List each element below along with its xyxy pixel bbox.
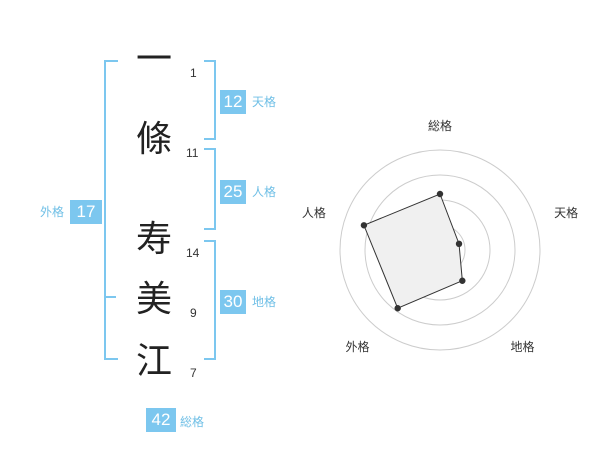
soukaku-value-badge: 42: [146, 408, 176, 432]
radar-ring-4: [339, 149, 541, 351]
jinkaku-bracket: [204, 148, 216, 230]
stroke-count-1: 1: [190, 66, 197, 80]
chikaku-bracket: [204, 240, 216, 360]
stroke-count-3: 14: [186, 246, 200, 260]
tenkaku-value-badge: 12: [220, 90, 246, 114]
radar-point-5: [360, 222, 368, 229]
gaikaku-bracket-divider: [104, 296, 116, 298]
name-char-4: 美: [135, 279, 172, 320]
gaikaku-label: 外格: [40, 205, 65, 219]
radar-point-3: [459, 277, 466, 284]
stroke-count-2: 11: [186, 146, 199, 160]
tenkaku-label: 天格: [252, 95, 277, 109]
stroke-count-5: 7: [190, 366, 197, 380]
gaikaku-value-badge: 17: [70, 200, 102, 224]
chikaku-label: 地格: [252, 295, 277, 309]
radar-point-1: [436, 190, 444, 198]
name-char-1: 一: [135, 39, 172, 80]
jinkaku-label: 人格: [252, 185, 277, 199]
radar-axis-label-1: 総格: [428, 118, 452, 133]
radar-area: [363, 193, 463, 309]
jinkaku-value-badge: 25: [220, 180, 246, 204]
chikaku-value-badge: 30: [220, 290, 246, 314]
soukaku-label: 総格: [180, 415, 205, 429]
name-char-5: 江: [135, 341, 172, 382]
radar-axis-label-4: 外格: [345, 339, 369, 354]
radar-axis-label-3: 地格: [511, 339, 535, 354]
radar-axis-label-5: 人格: [302, 205, 326, 220]
radar-axis-label-2: 天格: [554, 205, 578, 220]
radar-point-2: [455, 240, 463, 248]
name-char-3: 寿: [135, 219, 172, 260]
stroke-count-4: 9: [190, 306, 197, 320]
tenkaku-bracket: [204, 60, 216, 140]
radar-ring-3: [364, 174, 516, 326]
name-char-2: 條: [135, 119, 172, 160]
gaikaku-bracket: [104, 60, 118, 360]
radar-point-4: [394, 305, 401, 312]
